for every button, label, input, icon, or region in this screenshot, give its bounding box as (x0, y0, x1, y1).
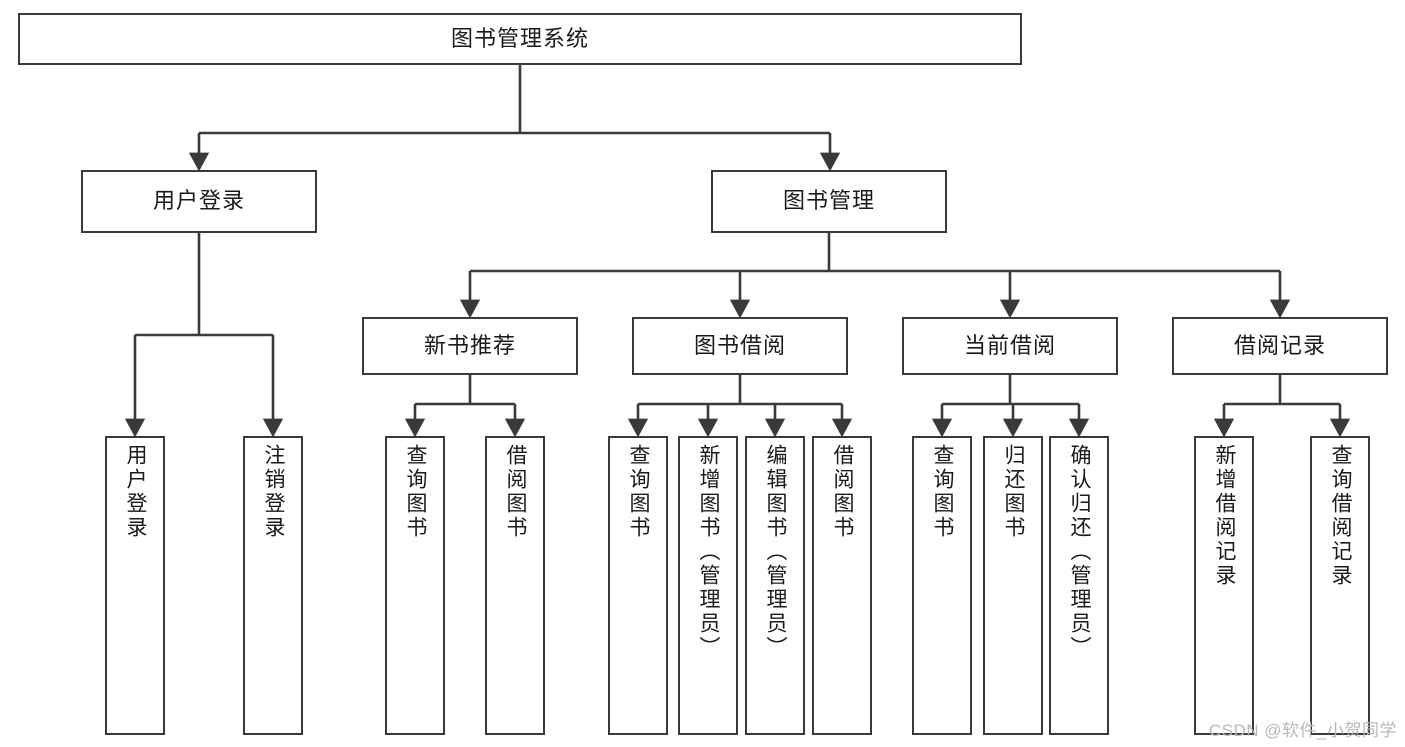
node-new-book-recommend[interactable]: 新书推荐 (362, 317, 578, 375)
node-label: 借阅图书 (504, 444, 528, 540)
node-label: 用户登录 (152, 188, 245, 214)
node-borrow-record[interactable]: 借阅记录 (1172, 317, 1388, 375)
leaf-node-query-book-rec[interactable]: 查询图书 (385, 436, 445, 735)
node-book-borrow[interactable]: 图书借阅 (632, 317, 848, 375)
leaf-node-query-book-borrow[interactable]: 查询图书 (608, 436, 668, 735)
node-label: 图书借阅 (693, 332, 786, 358)
node-label: 借阅图书 (831, 444, 855, 540)
node-user-login[interactable]: 用户登录 (81, 170, 317, 233)
node-label: 新书推荐 (423, 332, 516, 358)
node-label: 当前借阅 (963, 332, 1056, 358)
node-label: 用户登录 (124, 444, 148, 540)
leaf-node-user-login[interactable]: 用户登录 (105, 436, 165, 735)
leaf-node-query-borrow-record[interactable]: 查询借阅记录 (1310, 436, 1370, 735)
node-label: 注销登录 (262, 444, 286, 540)
node-label: 查询借阅记录 (1329, 444, 1353, 588)
node-label: 确认归还（管理员） (1068, 444, 1092, 660)
leaf-node-borrow-book[interactable]: 借阅图书 (812, 436, 872, 735)
node-label: 编辑图书（管理员） (764, 444, 788, 660)
leaf-node-add-book-admin[interactable]: 新增图书（管理员） (678, 436, 738, 735)
node-label: 新增借阅记录 (1213, 444, 1237, 588)
node-root-system[interactable]: 图书管理系统 (18, 13, 1022, 65)
node-label: 查询图书 (931, 444, 955, 540)
node-current-borrow[interactable]: 当前借阅 (902, 317, 1118, 375)
leaf-node-logout[interactable]: 注销登录 (243, 436, 303, 735)
node-label: 查询图书 (404, 444, 428, 540)
leaf-node-query-book-current[interactable]: 查询图书 (912, 436, 972, 735)
leaf-node-borrow-book-rec[interactable]: 借阅图书 (485, 436, 545, 735)
node-label: 图书管理系统 (450, 25, 589, 51)
leaf-node-return-book[interactable]: 归还图书 (983, 436, 1043, 735)
node-label: 图书管理 (782, 188, 875, 214)
node-label: 查询图书 (627, 444, 651, 540)
node-label: 借阅记录 (1233, 332, 1326, 358)
leaf-node-confirm-return-admin[interactable]: 确认归还（管理员） (1049, 436, 1109, 735)
node-label: 归还图书 (1002, 444, 1026, 540)
node-label: 新增图书（管理员） (697, 444, 721, 660)
node-book-manage[interactable]: 图书管理 (711, 170, 947, 233)
leaf-node-add-borrow-record[interactable]: 新增借阅记录 (1194, 436, 1254, 735)
leaf-node-edit-book-admin[interactable]: 编辑图书（管理员） (745, 436, 805, 735)
